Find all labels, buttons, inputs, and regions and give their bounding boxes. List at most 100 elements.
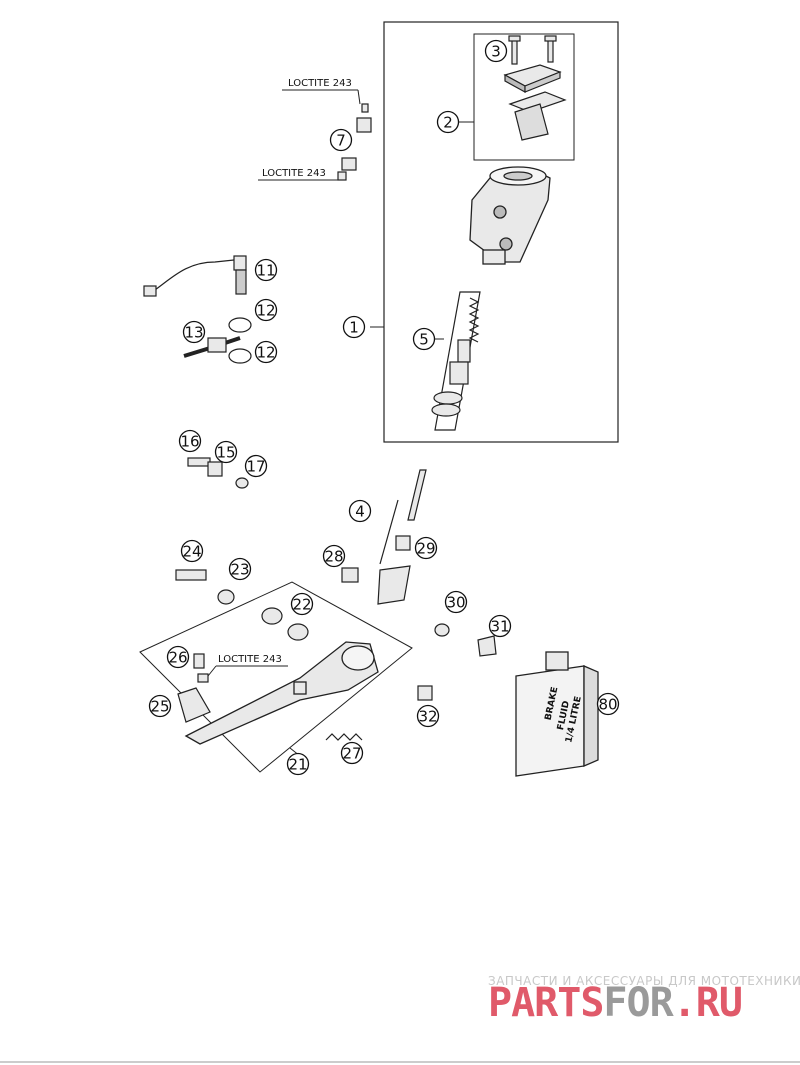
callout-number-21: 21	[288, 756, 307, 774]
washer-30	[434, 623, 450, 637]
callout-circle-15	[214, 440, 238, 464]
callout-circle-31	[488, 614, 512, 638]
callout-circle-17	[244, 454, 268, 478]
watermark-brand-tld: .RU	[673, 980, 742, 1026]
clip-31	[477, 635, 497, 657]
master-cylinder-frame	[383, 21, 619, 443]
nut-29	[395, 535, 411, 551]
washer-12-lower	[228, 348, 252, 364]
washer-12-upper	[228, 317, 252, 333]
mount-hole-upper	[493, 205, 507, 219]
callout-28: 28	[322, 544, 346, 568]
callout-2: 2	[436, 110, 460, 134]
callout-32: 32	[416, 704, 440, 728]
callout-12b: 12	[254, 340, 278, 364]
watermark-brand: PARTSFOR.RU	[488, 980, 742, 1026]
can-cap	[545, 651, 569, 671]
cap-screw-right	[547, 39, 554, 63]
fasteners-15-17	[187, 457, 249, 489]
callout-circle-13	[182, 320, 206, 344]
callout-29: 29	[414, 536, 438, 560]
brake-light-switch	[143, 255, 247, 297]
callout-circle-21	[286, 752, 310, 776]
push-rod-leader	[379, 499, 399, 565]
callout-12a: 12	[254, 298, 278, 322]
hose-banjo	[207, 337, 227, 353]
cap-front	[524, 71, 561, 93]
pedal-arm	[184, 641, 379, 745]
callout-number-7: 7	[336, 132, 346, 150]
callout-4: 4	[348, 499, 372, 523]
piston-head	[457, 339, 471, 363]
screw-26-b	[197, 673, 209, 683]
spring-27	[325, 733, 363, 741]
piston-body	[449, 361, 469, 385]
brake-fluid-can	[515, 651, 599, 777]
callout-number-28: 28	[324, 548, 343, 566]
callout-number-22: 22	[292, 596, 311, 614]
bolt-24	[175, 569, 207, 581]
nut-15	[207, 461, 223, 477]
callout-circle-11	[254, 258, 278, 282]
callout-number-11: 11	[256, 262, 275, 280]
callout-number-27: 27	[342, 745, 361, 763]
callout-circle-29	[414, 536, 438, 560]
callout-5: 5	[412, 327, 436, 351]
callout-circle-2	[436, 110, 460, 134]
screw-7-upper-tip	[361, 103, 369, 113]
pedal-tip-25	[177, 687, 211, 723]
callout-circle-24	[180, 539, 204, 563]
callout-number-30: 30	[446, 594, 465, 612]
piston-kit-outline	[434, 291, 481, 431]
callout-circle-27	[340, 741, 364, 765]
nut-32	[417, 685, 433, 701]
pedal-tab	[293, 681, 307, 695]
assembly-box-2	[473, 33, 575, 161]
piston-seal-1	[433, 391, 463, 405]
callout-circle-32	[416, 704, 440, 728]
callout-11: 11	[254, 258, 278, 282]
callout-21: 21	[286, 752, 310, 776]
callout-number-15: 15	[216, 444, 235, 462]
callout-circle-12a	[254, 298, 278, 322]
callout-circle-23	[228, 557, 252, 581]
callout-number-16: 16	[180, 433, 199, 451]
callout-15: 15	[214, 440, 238, 464]
callout-circle-25	[148, 694, 172, 718]
callout-number-5: 5	[419, 331, 429, 349]
callout-circle-22	[290, 592, 314, 616]
cap-screw-left-head	[508, 35, 521, 42]
washer-17	[235, 477, 249, 489]
loctite-tick-1	[357, 89, 361, 105]
cap-screw-left	[511, 39, 518, 65]
callout-number-13: 13	[184, 324, 203, 342]
clevis-assembly	[341, 565, 497, 657]
screw-26-a	[193, 653, 205, 669]
mount-hole-lower	[499, 237, 513, 251]
screw-7-lower	[341, 157, 357, 171]
watermark-brand-gray: FOR	[603, 980, 674, 1026]
washer-23	[217, 589, 235, 605]
screw-7-upper	[356, 117, 372, 133]
callout-13: 13	[182, 320, 206, 344]
callout-number-3: 3	[491, 43, 501, 61]
push-rod-shaft	[407, 469, 427, 521]
piston-kit	[431, 291, 481, 431]
push-rod	[379, 469, 427, 565]
pedal-small-parts	[177, 653, 433, 741]
pedal-pivot-parts	[175, 569, 309, 641]
bushing-22-upper	[261, 607, 283, 625]
callout-circle-5	[412, 327, 436, 351]
callout-80: 80	[596, 692, 620, 716]
callout-circle-1	[342, 315, 366, 339]
callout-number-31: 31	[490, 618, 509, 636]
callout-number-17: 17	[246, 458, 265, 476]
bolt-28	[341, 567, 359, 583]
cap-screw-right-head	[544, 35, 557, 42]
watermark-brand-red: PARTS	[488, 980, 603, 1026]
callout-number-25: 25	[150, 698, 169, 716]
callout-24: 24	[180, 539, 204, 563]
callout-number-26: 26	[168, 649, 187, 667]
loctite-tick-3	[207, 665, 217, 677]
